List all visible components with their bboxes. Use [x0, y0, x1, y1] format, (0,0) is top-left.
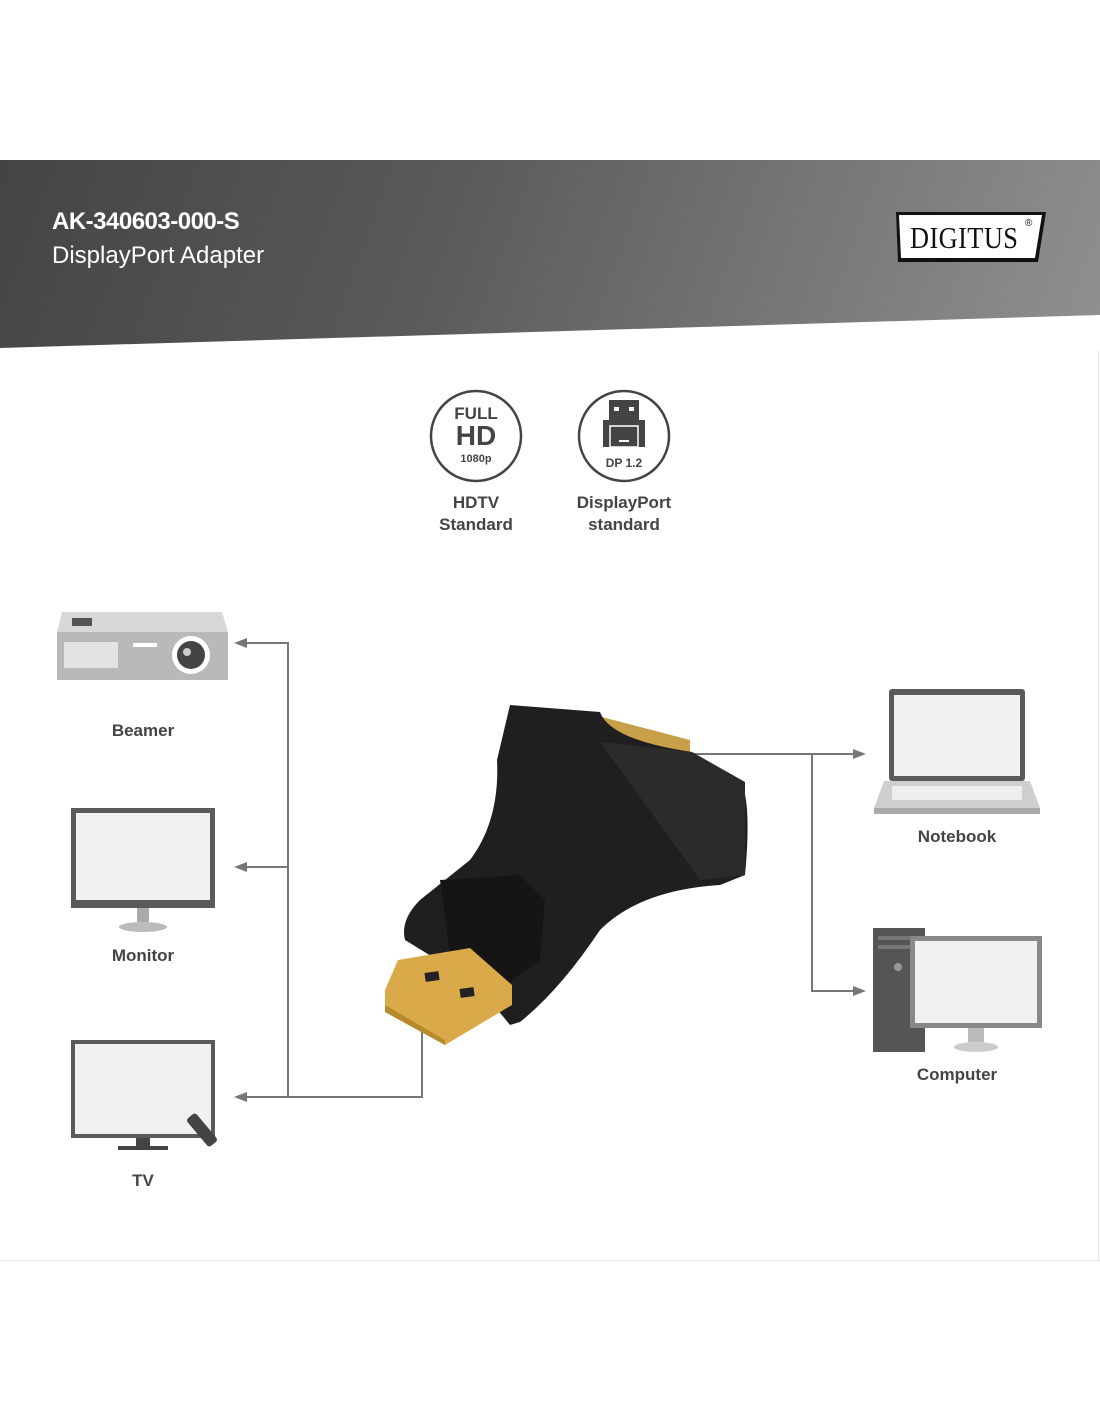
- laptop-icon: [874, 689, 1040, 814]
- tv-label: TV: [132, 1171, 154, 1190]
- product-model: AK-340603-000-S: [52, 208, 240, 235]
- full-hd-line2: HD: [455, 420, 497, 451]
- tv-icon: [71, 1040, 217, 1150]
- monitor-label: Monitor: [111, 946, 175, 965]
- feature-label-displayport: DisplayPort standard: [524, 492, 724, 536]
- connection-lines: [240, 642, 860, 1098]
- arrow-to-computer: [853, 986, 866, 996]
- monitor-icon: [71, 808, 215, 932]
- right-border: [1098, 350, 1099, 1260]
- feature-label-line: HDTV: [452, 493, 500, 512]
- brand-name: DIGITUS: [910, 220, 1019, 255]
- beamer-label: Beamer: [111, 721, 175, 740]
- bottom-divider: [0, 1260, 1100, 1261]
- digitus-logo: [896, 212, 1046, 262]
- arrow-to-monitor: [234, 862, 247, 872]
- displayport-adapter-image: [385, 705, 748, 1045]
- displayport-icon: [577, 389, 671, 483]
- feature-label-line: Standard: [439, 515, 513, 534]
- registered-mark: ®: [1025, 218, 1033, 229]
- feature-label-hdtv: HDTV Standard: [376, 492, 576, 536]
- dp-version-badge: DP 1.2: [605, 456, 643, 470]
- product-name: DisplayPort Adapter: [52, 242, 265, 269]
- desktop-computer-icon: [873, 928, 1042, 1052]
- computer-label: Computer: [916, 1065, 998, 1084]
- full-hd-line1: FULL: [454, 404, 498, 423]
- feature-label-line: DisplayPort: [576, 493, 672, 512]
- feature-label-line: standard: [588, 515, 660, 534]
- arrow-to-notebook: [853, 749, 866, 759]
- arrow-heads: [234, 638, 866, 1102]
- projector-icon: [57, 612, 228, 680]
- notebook-label: Notebook: [917, 827, 997, 846]
- gold-plug: [385, 948, 512, 1045]
- full-hd-line3: 1080p: [460, 453, 492, 465]
- arrow-to-beamer: [234, 638, 247, 648]
- arrow-to-tv: [234, 1092, 247, 1102]
- full-hd-icon: [429, 389, 523, 483]
